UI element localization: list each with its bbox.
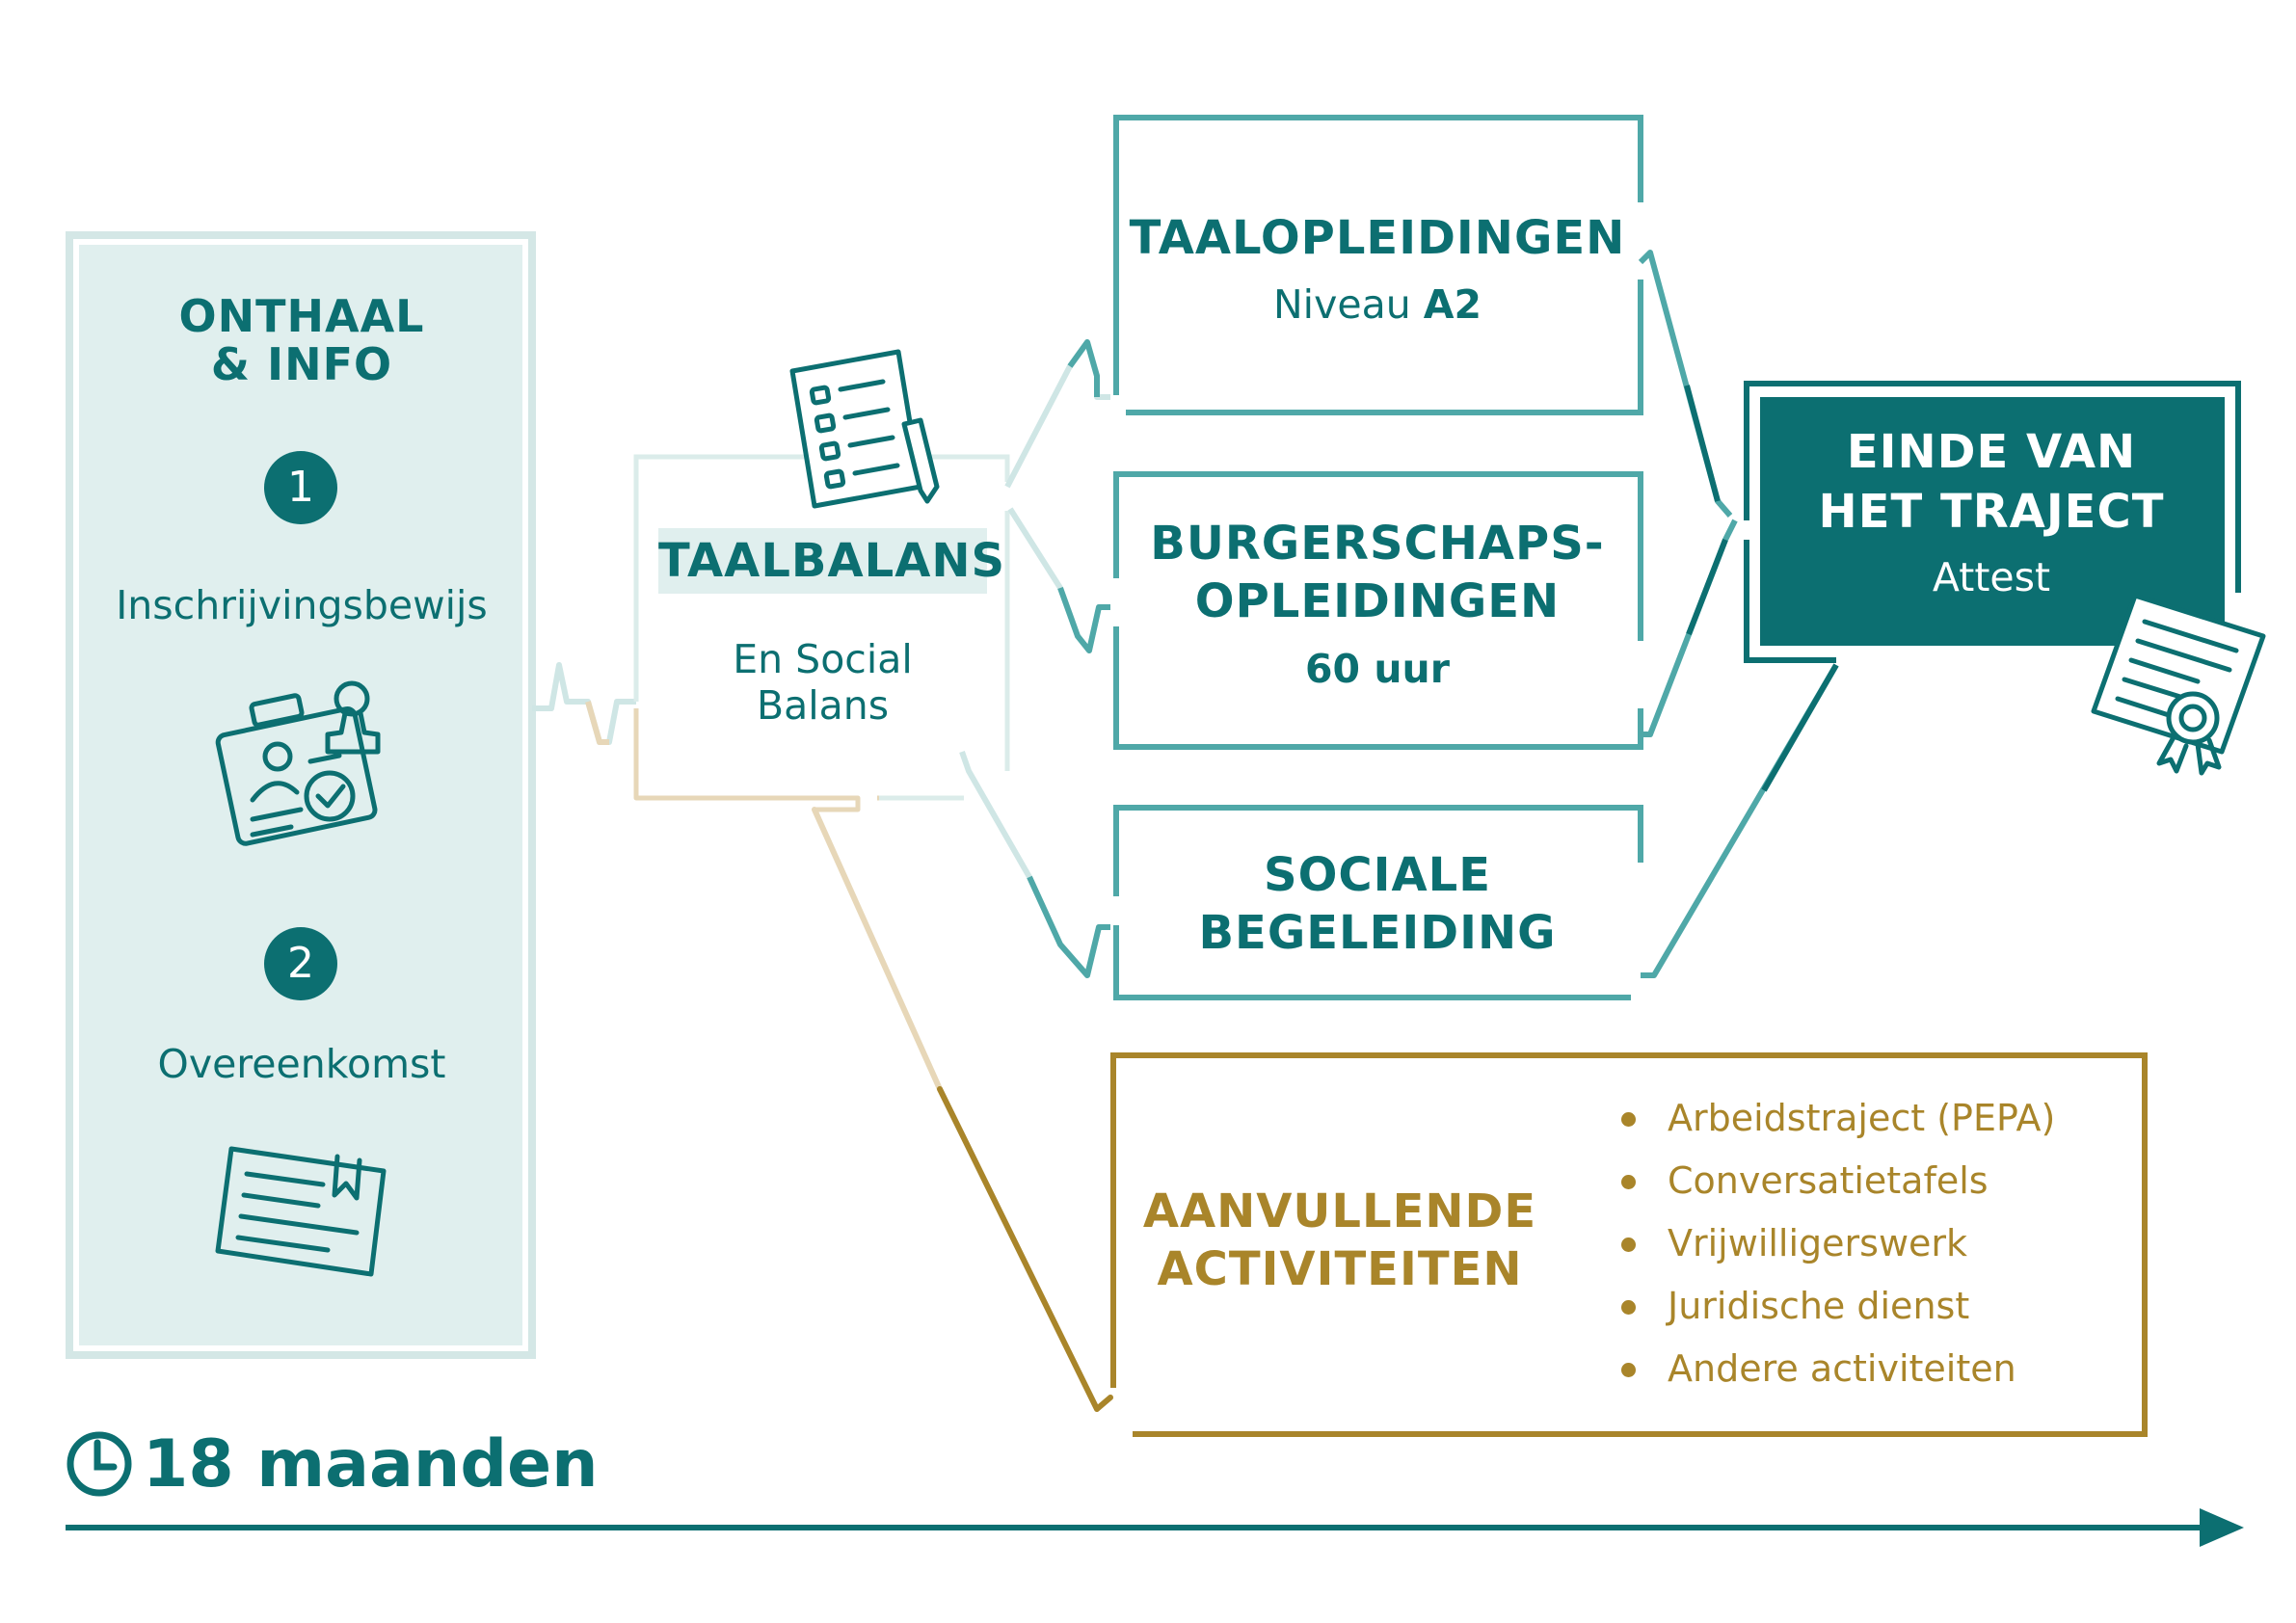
end-title-line2: HET TRAJECT [1818, 485, 2165, 539]
sociale-title: SOCIALE BEGELEIDING [1113, 846, 1642, 962]
connector-taal-end [1638, 250, 1733, 518]
timeline-duration: 18 maanden [143, 1426, 599, 1503]
burgerschap-hours-value: 60 uur [1305, 646, 1450, 692]
branch-to-taalopleidingen-teal [1067, 339, 1100, 397]
end-title-line1: EINDE VAN [1846, 425, 2137, 479]
onthaal-title-line1: ONTHAAL [178, 290, 425, 342]
bullet-icon [1621, 1112, 1636, 1127]
burgerschap-title: BURGERSCHAPS- OPLEIDINGEN [1113, 515, 1642, 630]
list-item-label: Juridische dienst [1668, 1285, 1970, 1327]
burgerschap-box [1113, 471, 1643, 750]
connector-burger-end-dark [1686, 538, 1728, 636]
aanvullende-title-line2: ACTIVITEITEN [1157, 1242, 1523, 1296]
id-card-stamp-icon [215, 680, 381, 846]
certificate-icon [2091, 593, 2266, 776]
step-2-badge: 2 [264, 927, 337, 1000]
bullet-icon [1621, 1237, 1636, 1252]
branch-to-aanvullende [937, 1086, 1113, 1412]
list-item: Conversatietafels [1610, 1157, 2055, 1219]
branch-to-aanvullende-light [812, 807, 943, 1092]
list-item-label: Conversatietafels [1668, 1159, 1989, 1202]
list-item-label: Andere activiteiten [1668, 1347, 2016, 1390]
step-2-label: Overeenkomst [157, 1041, 446, 1087]
list-item-label: Vrijwilligerswerk [1668, 1222, 1968, 1264]
step-1-label: Inschrijvingsbewijs [116, 582, 488, 628]
sociale-title-line1: SOCIALE [1264, 848, 1491, 902]
burgerschap-title-line2: OPLEIDINGEN [1194, 574, 1561, 628]
timeline-arrowhead [2200, 1508, 2244, 1547]
onthaal-title-line2: & INFO [210, 338, 393, 390]
clock-icon [67, 1431, 132, 1497]
bullet-icon [1621, 1363, 1636, 1377]
aanvullende-title-line1: AANVULLENDE [1142, 1184, 1537, 1238]
taalbalans-title: TAALBALANS [658, 528, 1004, 594]
burgerschap-hours: 60 uur [1113, 646, 1642, 692]
taalopleidingen-level: Niveau A2 [1113, 281, 1642, 328]
list-item: Arbeidstraject (PEPA) [1610, 1094, 2055, 1157]
branch-to-sociale [959, 751, 1110, 978]
taalopleidingen-box [1113, 115, 1643, 415]
connector-sociale-end-dark [1761, 663, 1839, 792]
onthaal-title: ONTHAAL & INFO [75, 292, 528, 388]
end-box-outline [1744, 381, 2241, 663]
aanvullende-title: AANVULLENDE ACTIVITEITEN [1128, 1183, 1552, 1298]
onthaal-panel [66, 231, 536, 1359]
connector-taal-end-dark [1684, 385, 1721, 502]
list-item: Andere activiteiten [1610, 1344, 2055, 1407]
taalopleidingen-level-value: A2 [1423, 281, 1482, 328]
sociale-box [1113, 805, 1643, 1000]
burgerschap-title-line1: BURGERSCHAPS- [1150, 517, 1605, 571]
bullet-icon [1621, 1300, 1636, 1315]
connector-burger-end [1641, 519, 1738, 737]
onthaal-panel-fill [79, 245, 522, 1345]
aanvullende-box [1110, 1052, 2148, 1437]
list-item: Vrijwilligerswerk [1610, 1219, 2055, 1282]
list-item: Juridische dienst [1610, 1282, 2055, 1344]
aanvullende-list: Arbeidstraject (PEPA) Conversatietafels … [1610, 1094, 2055, 1407]
connector-onthaal-taalbalans [532, 662, 636, 745]
end-title: EINDE VAN HET TRAJECT [1752, 422, 2230, 542]
taalbalans-subtitle-line1: En Social [733, 636, 913, 682]
branch-to-sociale-teal [1027, 875, 1110, 978]
sociale-title-line2: BEGELEIDING [1198, 906, 1557, 960]
checklist-clipboard-icon [789, 349, 940, 509]
end-subtitle: Attest [1932, 554, 2051, 600]
step-1-badge: 1 [264, 451, 337, 524]
list-item-label: Arbeidstraject (PEPA) [1668, 1097, 2056, 1139]
connector-onthaal-taalbalans-gold [585, 701, 609, 745]
taalopleidingen-title: TAALOPLEIDINGEN [1129, 211, 1626, 265]
branch-to-burgerschap-teal [1057, 586, 1110, 653]
taalbalans-subtitle: En Social Balans [658, 636, 987, 729]
bullet-icon [1621, 1175, 1636, 1189]
taalbalans-subtitle-line2: Balans [756, 682, 890, 729]
taalopleidingen-level-prefix: Niveau [1273, 281, 1424, 328]
agreement-document-icon [215, 1146, 387, 1277]
